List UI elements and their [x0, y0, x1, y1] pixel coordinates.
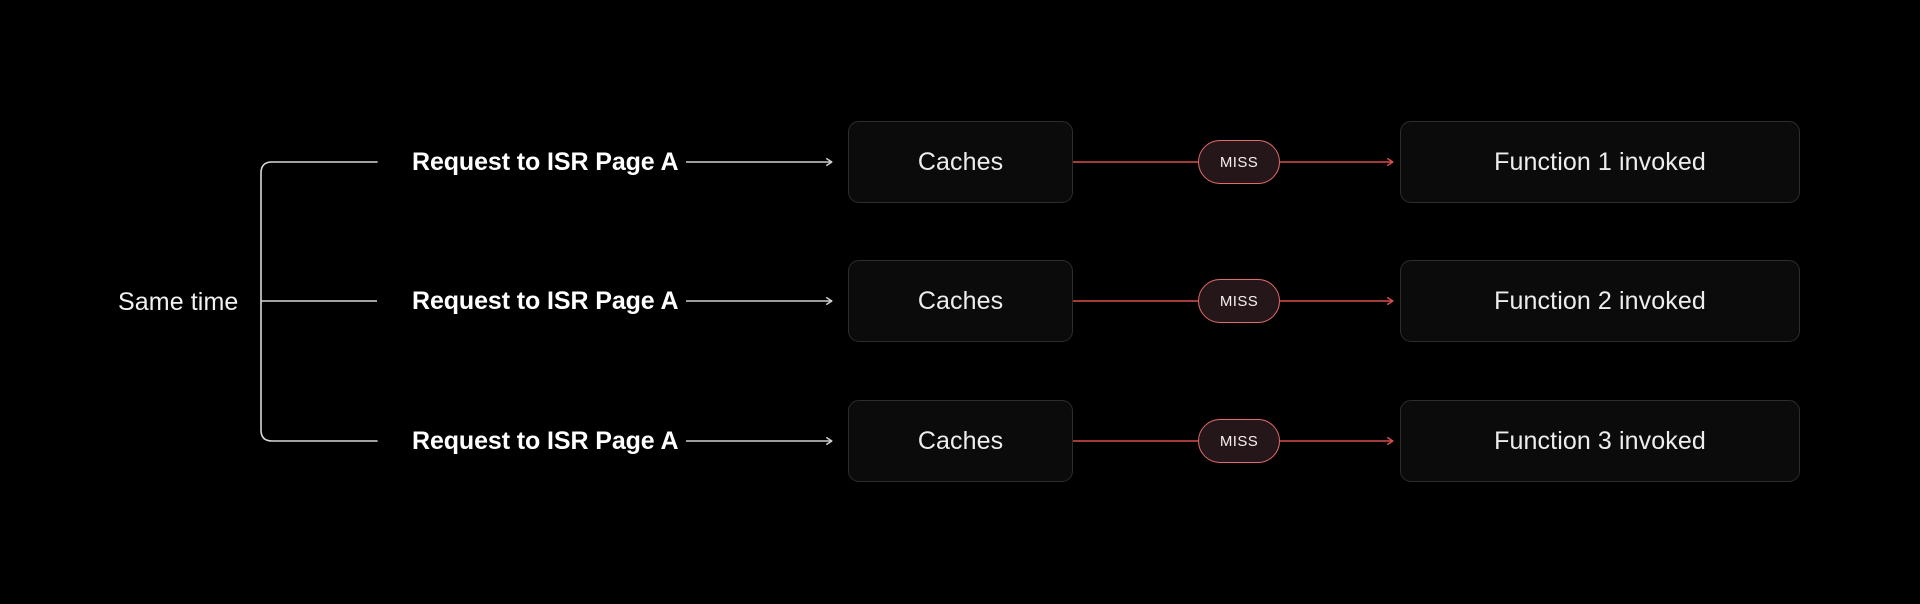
cache-node-row-3[interactable]: Caches	[848, 400, 1073, 482]
miss-badge-label: MISS	[1219, 153, 1259, 171]
cache-node-label: Caches	[917, 286, 1004, 315]
function-node-row-3[interactable]: Function 3 invoked	[1400, 400, 1800, 482]
cache-node-row-2[interactable]: Caches	[848, 260, 1073, 342]
miss-badge-row-2[interactable]: MISS	[1198, 279, 1280, 323]
cache-node-label: Caches	[917, 147, 1004, 176]
miss-badge-row-1[interactable]: MISS	[1198, 140, 1280, 184]
miss-badge-row-3[interactable]: MISS	[1198, 419, 1280, 463]
cache-node-row-1[interactable]: Caches	[848, 121, 1073, 203]
function-node-label: Function 2 invoked	[1494, 286, 1706, 315]
same-time-label: Same time	[118, 288, 239, 316]
miss-badge-label: MISS	[1219, 432, 1259, 450]
function-node-row-2[interactable]: Function 2 invoked	[1400, 260, 1800, 342]
miss-badge-label: MISS	[1219, 292, 1259, 310]
function-node-label: Function 3 invoked	[1494, 426, 1706, 455]
function-node-label: Function 1 invoked	[1494, 147, 1706, 176]
cache-node-label: Caches	[917, 426, 1004, 455]
function-node-row-1[interactable]: Function 1 invoked	[1400, 121, 1800, 203]
request-label-row-3: Request to ISR Page A	[412, 427, 679, 455]
request-label-row-1: Request to ISR Page A	[412, 148, 679, 176]
request-label-row-2: Request to ISR Page A	[412, 287, 679, 315]
same-time-bracket	[260, 161, 378, 442]
